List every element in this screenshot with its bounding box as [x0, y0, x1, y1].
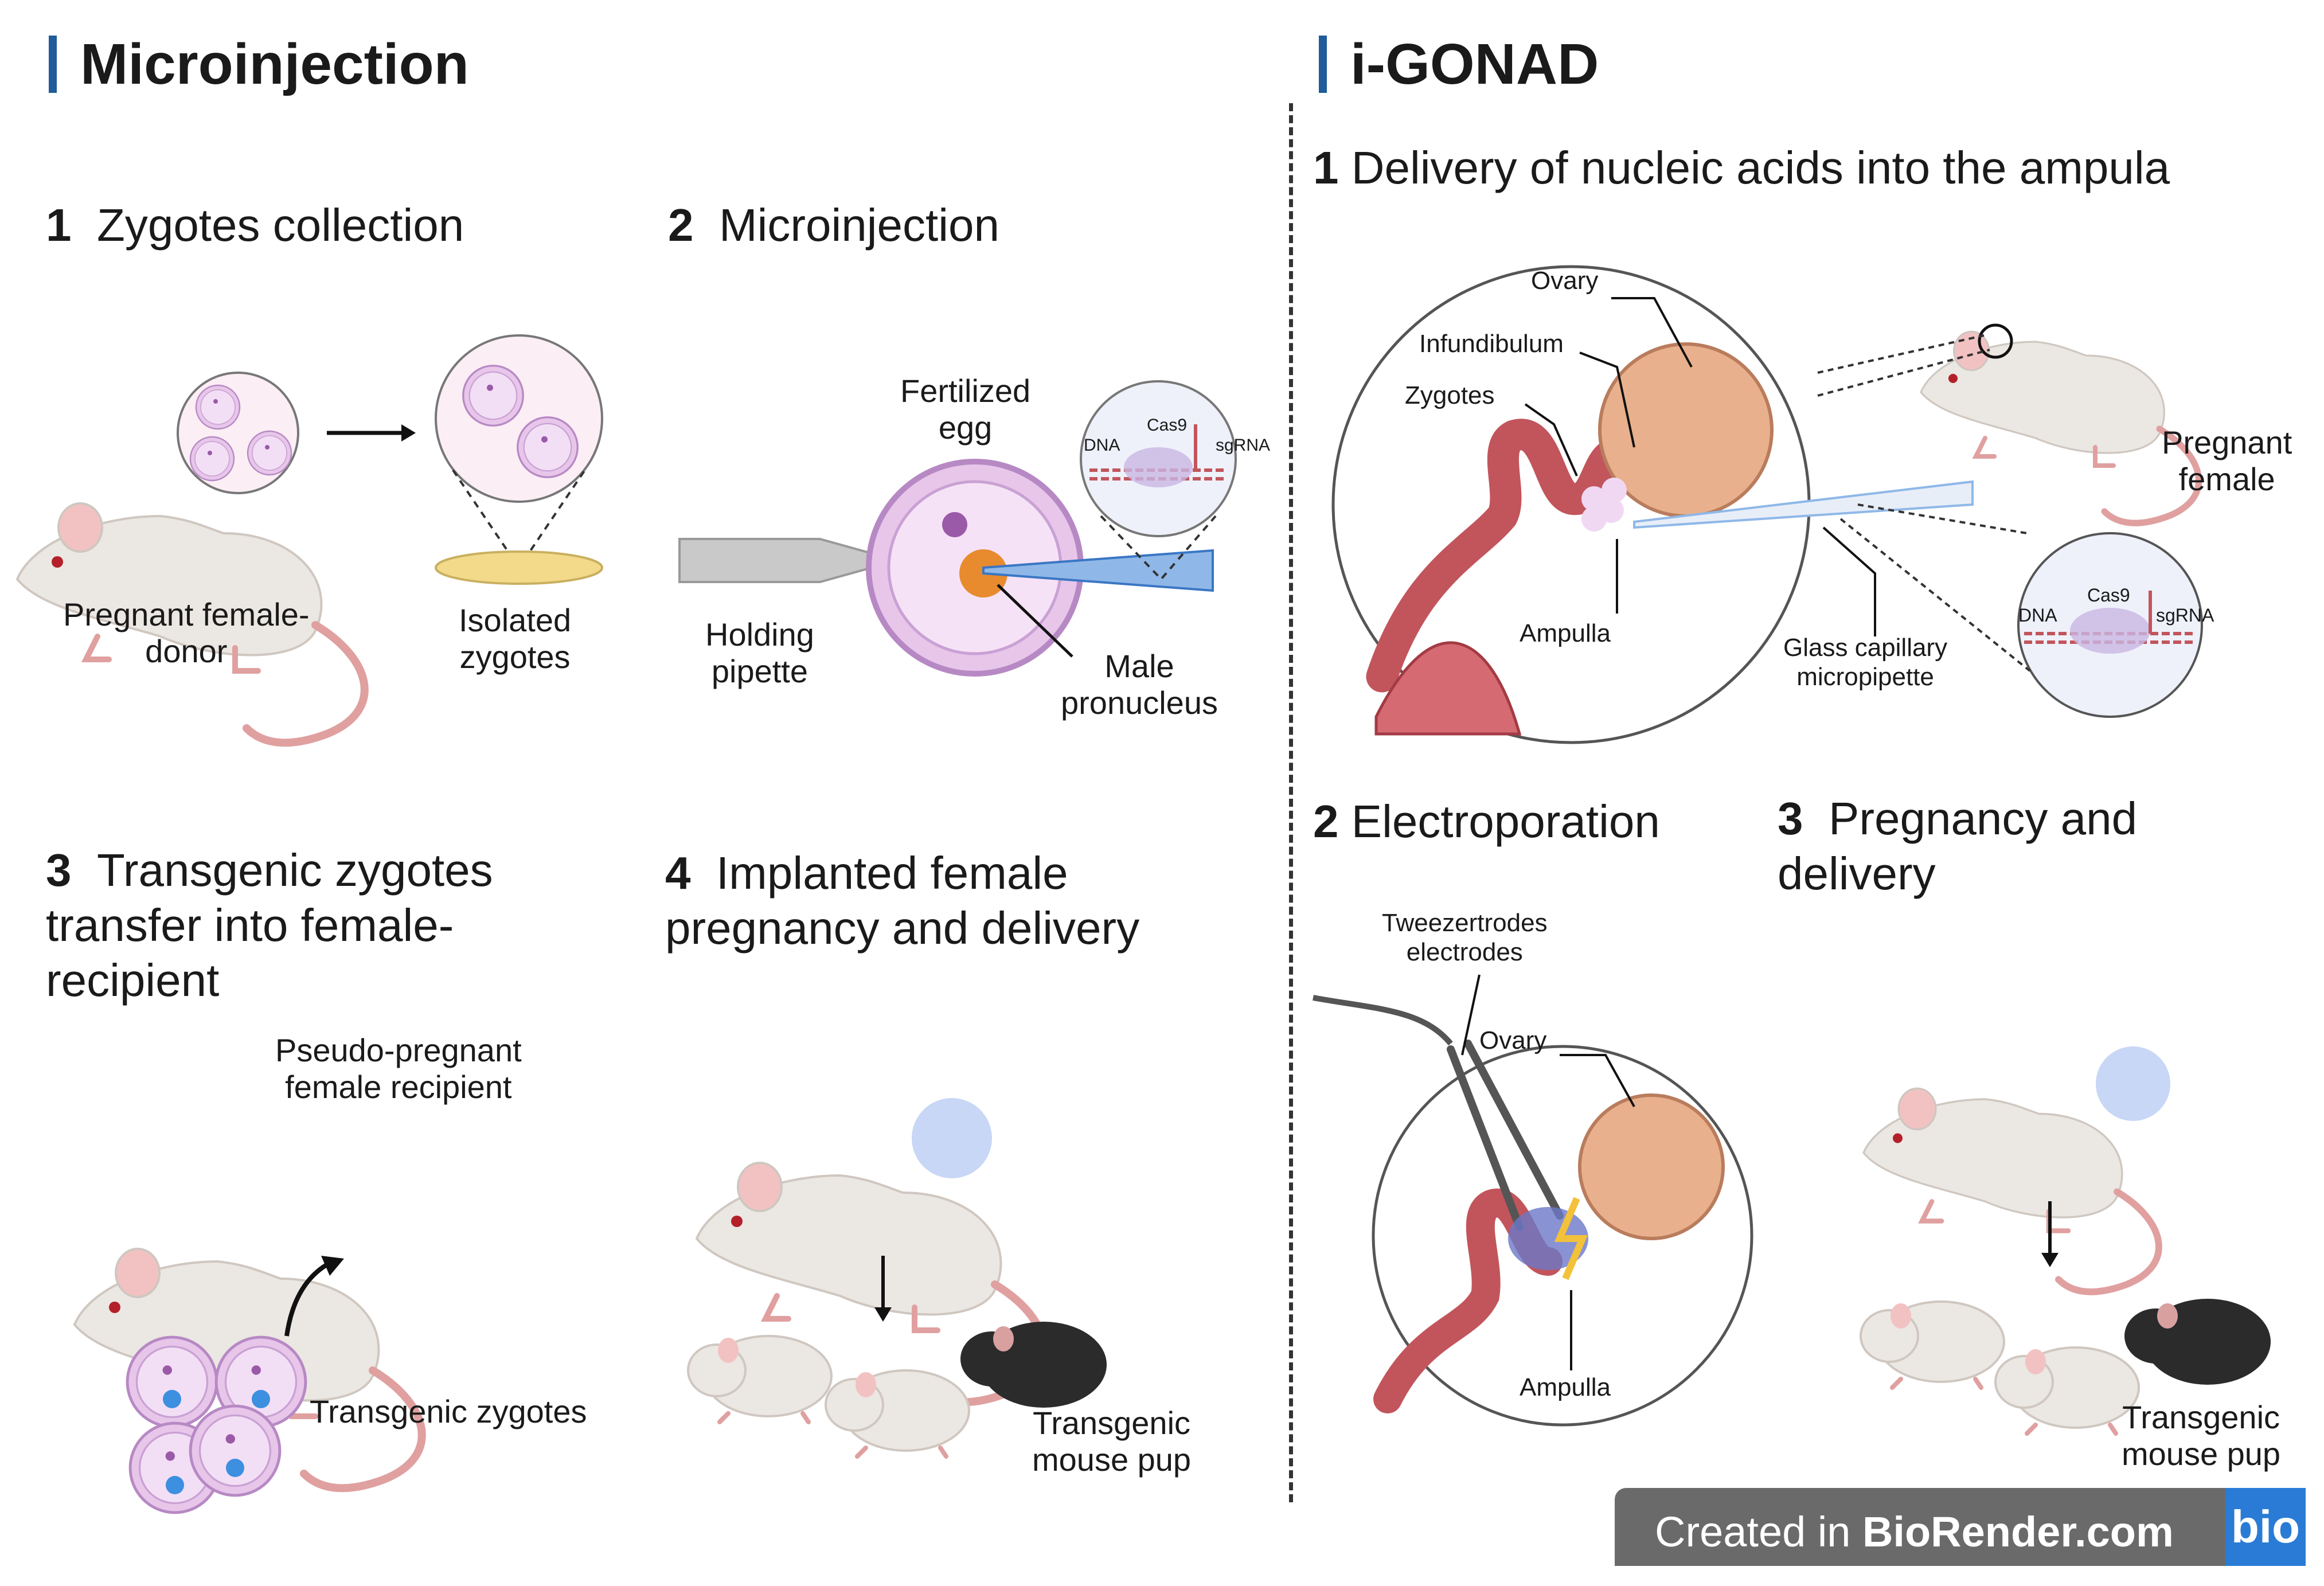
black-pup-icon — [960, 1322, 1107, 1408]
holding-pipette-icon — [678, 538, 873, 583]
petri-dish-icon — [435, 550, 603, 585]
biorender-footer[interactable]: Created in BioRender.com bio — [1615, 1488, 2306, 1566]
white-pup-icon-2 — [826, 1370, 969, 1456]
dna-label-2: DNA — [2018, 605, 2057, 626]
lightning-icon — [1554, 1197, 1588, 1280]
pseudo-label: Pseudo-pregnant female recipient — [275, 1032, 522, 1105]
embryo-icon-2 — [2096, 1046, 2170, 1121]
white-pup-icon — [688, 1336, 831, 1422]
igonad-step3-heading: 3 Pregnancy and delivery — [1778, 793, 2138, 899]
white-pup-icon-4 — [1995, 1347, 2139, 1433]
pup-label-2: Transgenic mouse pup — [2122, 1399, 2281, 1472]
zygote-cluster-icon — [1581, 478, 1627, 532]
step1-heading: 1 Zygotes collection — [46, 200, 464, 251]
igonad-step2-heading: 2 Electroporation — [1313, 796, 1660, 847]
glass-micropipette-icon — [1633, 480, 1974, 529]
igonad-title-bar — [1319, 36, 1327, 93]
embryo-icon — [912, 1098, 992, 1178]
ampulla-label: Ampulla — [1520, 619, 1611, 647]
isolated-zoom-icon — [435, 334, 603, 503]
black-pup-icon-2 — [2124, 1299, 2271, 1385]
transfer-arrow-icon — [284, 1259, 334, 1337]
pup-label: Transgenic mouse pup — [1032, 1405, 1192, 1478]
isolated-label: Isolated zygotes — [459, 602, 572, 675]
zygotes-label: Zygotes — [1405, 381, 1495, 409]
section-divider — [1289, 103, 1293, 1502]
pregnant-label: Pregnant female — [2162, 424, 2292, 498]
transgenic-zygotes-label: Transgenic zygotes — [310, 1393, 587, 1429]
tweezer-label: Tweezertrodes electrodes — [1382, 909, 1548, 966]
footer-text: Created in BioRender.com — [1655, 1508, 2174, 1556]
transgenic-zygotes-icon — [127, 1337, 306, 1513]
microinjection-title: Microinjection — [80, 32, 469, 96]
injection-pipette-icon — [982, 549, 1214, 592]
ovary-label-2: Ovary — [1479, 1026, 1547, 1054]
infundibulum-label: Infundibulum — [1419, 330, 1564, 358]
igonad-title: i-GONAD — [1350, 32, 1599, 96]
step2-heading: 2 Microinjection — [668, 200, 1000, 251]
pregnant-mouse-icon-2 — [1864, 1088, 2159, 1292]
white-pup-icon-3 — [1861, 1302, 2004, 1388]
uterus-icon — [1374, 641, 1522, 736]
step3-heading: 3 Transgenic zygotes transfer into femal… — [46, 845, 493, 1006]
biorender-logo-icon: bio — [2225, 1488, 2306, 1566]
zygote-zoom-icon — [177, 372, 299, 494]
holding-label: Holding pipette — [705, 616, 814, 690]
microinjection-title-bar — [49, 36, 57, 93]
sgrna-label: sgRNA — [1216, 436, 1271, 455]
fertilized-label: Fertilized egg — [900, 373, 1031, 446]
step4-heading: 4 Implanted female pregnancy and deliver… — [665, 847, 1140, 954]
ovary-icon-2 — [1578, 1093, 1725, 1240]
cas9-label-2: Cas9 — [2087, 585, 2130, 606]
cable-icon — [1313, 995, 1453, 1046]
ovary-label: Ovary — [1531, 267, 1599, 295]
igonad-step1-heading: 1 Delivery of nucleic acids into the amp… — [1313, 142, 2170, 193]
tweezertrodes-icon — [1447, 1040, 1564, 1231]
dna-label: DNA — [1084, 436, 1120, 455]
sgrna-label-2: sgRNA — [2156, 605, 2214, 626]
male-label: Male pronucleus — [1061, 648, 1218, 721]
cas9-label: Cas9 — [1147, 416, 1188, 435]
glass-label: Glass capillary micropipette — [1783, 634, 1948, 691]
ampulla-label-2: Ampulla — [1520, 1373, 1611, 1401]
donor-label: Pregnant female- donor — [63, 596, 310, 670]
